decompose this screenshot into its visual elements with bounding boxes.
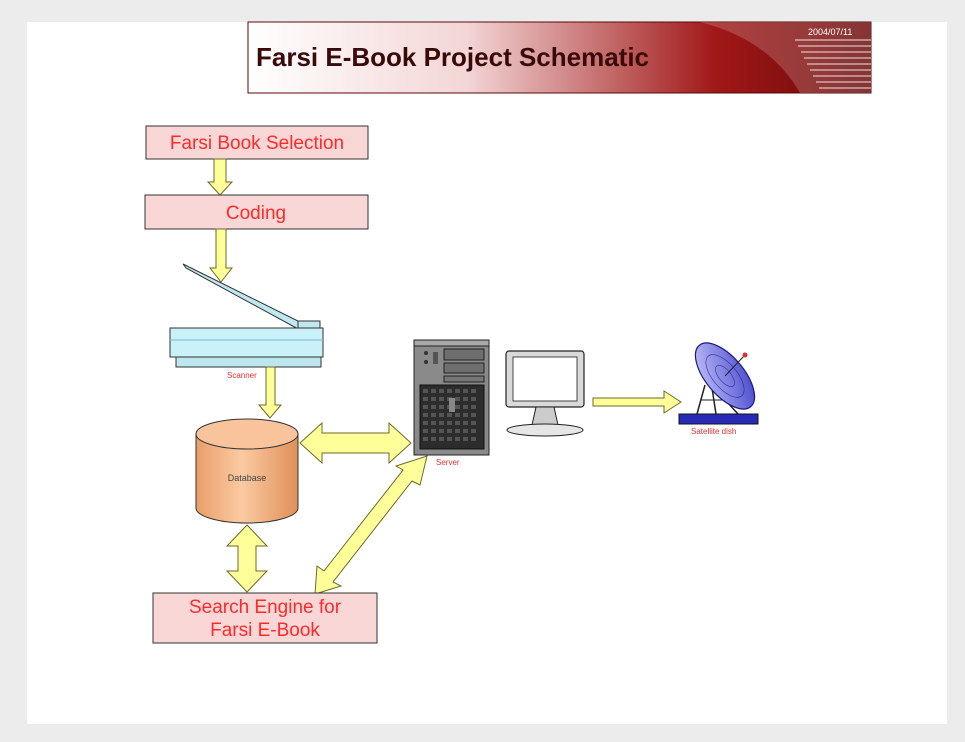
search-engine-label-line2: Farsi E-Book (210, 620, 320, 641)
satellite-label: Satellite dish (691, 427, 736, 436)
date-label: 2004/07/11 (808, 27, 852, 37)
book-selection-label: Farsi Book Selection (170, 133, 344, 154)
arrow-monitor-to-satellite (592, 390, 682, 414)
arrow-database-server (299, 421, 412, 465)
search-engine-label-line1: Search Engine for (189, 597, 342, 618)
scanner-icon (169, 263, 324, 368)
coding-label: Coding (226, 203, 286, 224)
banner-stripes (795, 39, 871, 89)
monitor-icon (505, 350, 585, 437)
arrow-selection-to-coding (206, 158, 234, 196)
page-title: Farsi E-Book Project Schematic (256, 42, 649, 72)
server-icon (413, 339, 490, 456)
title-banner: Farsi E-Book Project Schematic 2004/07/1… (247, 21, 872, 94)
arrow-coding-to-scanner (208, 228, 234, 283)
satellite-dish-icon (678, 342, 759, 425)
arrow-server-search (314, 455, 428, 595)
database-icon (195, 418, 299, 524)
arrow-database-search (225, 524, 269, 593)
search-engine-box: Search Engine for Farsi E-Book (152, 592, 378, 644)
server-label: Server (436, 458, 460, 467)
coding-box: Coding (144, 194, 369, 230)
arrow-scanner-to-database (257, 366, 283, 419)
book-selection-box: Farsi Book Selection (145, 125, 369, 160)
scanner-label: Scanner (227, 371, 257, 380)
database-label: Database (228, 473, 267, 483)
